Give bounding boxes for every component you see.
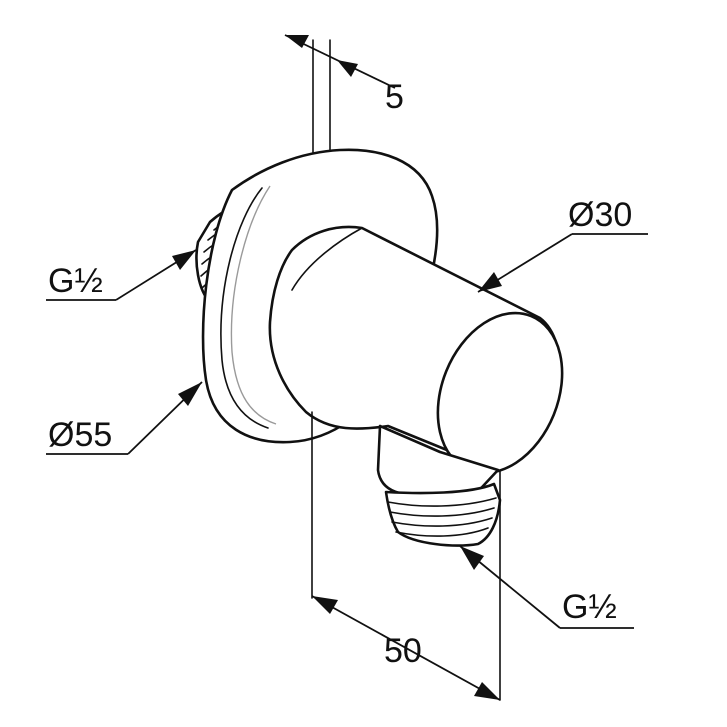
arrow-head-left — [312, 596, 338, 614]
label-flange-thickness: 5 — [385, 78, 404, 116]
label-outlet-diameter: Ø30 — [568, 196, 632, 234]
arrow-head — [478, 272, 502, 292]
arrow-head-right — [474, 682, 500, 700]
arrow-head — [178, 382, 202, 406]
label-flange-diameter: Ø55 — [48, 416, 112, 454]
arrow-head — [172, 250, 196, 270]
label-overall-depth: 50 — [384, 632, 422, 670]
label-inlet-thread: G½ — [48, 262, 103, 300]
outlet-body — [268, 225, 564, 475]
outlet-diameter-dimension: Ø30 — [477, 196, 648, 293]
arrow-head — [460, 546, 484, 570]
flange-diameter-dimension: Ø55 — [46, 381, 203, 455]
arrow-head-right — [337, 60, 358, 77]
flange-thickness-dimension: 5 — [284, 34, 404, 179]
arrow-head-left — [285, 35, 309, 48]
dimension-line — [311, 595, 501, 701]
label-outlet-thread: G½ — [562, 588, 617, 626]
outlet-thread — [376, 424, 502, 547]
outlet-thread-dimension: G½ — [459, 545, 634, 629]
inlet-thread-dimension: G½ — [46, 249, 197, 301]
overall-depth-dimension: 50 — [311, 411, 501, 701]
